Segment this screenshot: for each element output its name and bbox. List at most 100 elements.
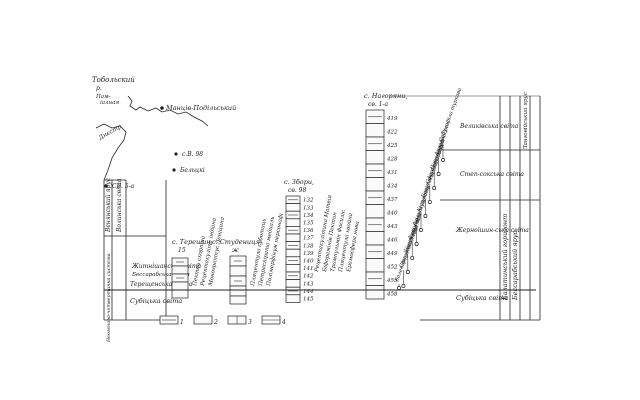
zbory-depth-label: 144 — [303, 289, 314, 295]
map-well-a-label: СВ. 5-а — [112, 183, 135, 190]
map-town-marker — [160, 106, 164, 110]
species-occurrence-marker — [427, 200, 432, 204]
location-map: Тобольский р. Пам- іалная Манців-Подільс… — [92, 76, 236, 190]
legend-label-4: 4 — [281, 319, 286, 326]
zbory-bed — [285, 294, 301, 303]
right-unit-base: Субіцька світа — [456, 294, 508, 302]
nagoriany-bed — [365, 285, 385, 300]
zbory-depth-label: 135 — [303, 221, 314, 227]
species-list-zbory: Рецептакулітина Матвія Біфорамінів Пекти… — [314, 194, 361, 273]
species-occurrence-marker — [436, 172, 441, 176]
left-header-sub: Волинська світа — [116, 178, 123, 233]
map-town2-label: Бельцкі — [179, 167, 205, 174]
species-list-studenytsia: Пляцентула суботиць Петраспірата медиаль… — [249, 212, 285, 287]
zbory-depth-label: 143 — [303, 281, 314, 287]
nagoriany-depth-label: 425 — [386, 143, 398, 149]
nagoriany-depth-label: 431 — [386, 170, 398, 176]
map-sublabel: Пам- — [95, 94, 111, 100]
map-city2-label: Манців-Подільський — [165, 104, 236, 112]
column-studenytsia — [229, 255, 247, 305]
nagoriany-bed — [365, 204, 385, 219]
map-town2-marker — [172, 168, 176, 172]
right-unit-lower: Жерноїшин-ська світа — [455, 227, 529, 234]
zbory-depth-label: 145 — [303, 297, 314, 303]
left-unit-base: Субіцька світа — [130, 297, 182, 305]
map-well-b-label: с.В. 98 — [182, 151, 203, 158]
zbory-depth-label: 138 — [303, 243, 314, 249]
river-line-north — [127, 95, 209, 127]
species-nagoriany-11: Сабулофіла туркова — [437, 87, 463, 143]
nagoriany-depth-label: 419 — [386, 116, 398, 122]
zbory-depth-label: 140 — [303, 259, 314, 265]
species-occurrence-marker — [423, 214, 428, 218]
nagoriany-depth-label: 443 — [386, 224, 398, 230]
zbory-depth-label: 137 — [303, 236, 314, 242]
nagoriany-bed — [365, 258, 385, 273]
left-header-top: Вєнянський ярус — [105, 177, 112, 233]
section-nagoriany-subtitle: св. 1-а — [368, 101, 389, 108]
left-unit-upper-alt: Бессарабська світа — [131, 271, 190, 278]
nagoriany-depth-label: 422 — [386, 130, 398, 136]
map-well-b-marker — [174, 152, 178, 156]
nagoriany-depth-label: 458 — [386, 292, 398, 298]
section-studenytsia-title: с. Студениця, — [212, 238, 262, 246]
species-occurrence-marker — [441, 158, 445, 162]
section-zbory-title: с. Збори, — [284, 178, 314, 186]
column-zbory — [285, 195, 301, 303]
zbory-depth-label: 141 — [303, 266, 314, 272]
legend-item-4: 4 — [261, 315, 286, 326]
zbory-bed — [285, 264, 301, 273]
species-list-tereshchyn: Пектен скорпіна Рецептакуліта індіана Мо… — [192, 217, 226, 288]
legend-item-3: 3 — [227, 315, 252, 326]
zbory-bed — [285, 218, 301, 227]
section-tereshchyn: с. Терешин, 15 Пектен скорпіна Рецептаку… — [171, 217, 226, 299]
section-zbory: с. Збори, св. 98 13213313413513613713813… — [284, 178, 361, 303]
map-river-label: р. — [96, 85, 102, 92]
zbory-depth-label: 136 — [303, 228, 314, 234]
column-tereshchyn — [171, 257, 189, 299]
species-occurrence-marker — [419, 228, 423, 232]
legend: 1 2 3 4 — [159, 315, 286, 326]
species-occurrence-marker — [397, 286, 401, 290]
legend-label-1: 1 — [180, 319, 184, 326]
zbory-bed — [285, 233, 301, 242]
section-studenytsia-subtitle: ж — [232, 247, 239, 254]
legend-label-2: 2 — [213, 319, 218, 326]
species-occurrence-marker — [401, 284, 406, 288]
left-unit-upper: Житнішанська світа — [131, 263, 202, 270]
left-base-label: Неогеново-четвертинна система — [106, 253, 112, 343]
nagoriany-depth-label: 437 — [386, 197, 398, 203]
zbory-depth-label: 134 — [303, 213, 314, 219]
depth-labels-nagoriany: 4194224254284314344374404434464494524554… — [386, 116, 398, 298]
species-occurrence-marker — [405, 270, 410, 274]
nagoriany-depth-label: 452 — [386, 265, 398, 271]
zbory-depth-label: 133 — [303, 205, 314, 211]
right-unit-mid: Степ-сокська світа — [460, 171, 524, 178]
section-nagoriany: с. Нагоряни, св. 1-а 4194224254284314344… — [364, 87, 463, 300]
nagoriany-depth-label: 440 — [386, 211, 398, 217]
map-sublabel-2: іалная — [100, 100, 119, 106]
column-nagoriany — [365, 109, 385, 300]
zbory-depth-label: 132 — [303, 198, 314, 204]
river-line-south — [95, 123, 127, 181]
zbory-depth-label: 139 — [303, 251, 314, 257]
right-stage: Бессарабський ярус — [511, 230, 519, 301]
nagoriany-bed — [365, 123, 385, 138]
species-occurrence-marker — [432, 186, 437, 190]
species-occurrence-marker — [410, 256, 415, 260]
right-stage2: Ланговійський ярус — [523, 92, 529, 151]
map-well-a-marker — [104, 184, 108, 188]
right-horizon: Балатинський горизонт — [501, 214, 509, 301]
nagoriany-depth-label: 446 — [386, 238, 398, 244]
nagoriany-depth-label: 428 — [386, 157, 398, 163]
section-nagoriany-title: с. Нагоряни, — [364, 92, 408, 100]
nagoriany-bed — [365, 177, 385, 192]
depth-labels-zbory: 1321331341351361371381391401411421431441… — [303, 198, 314, 303]
legend-item-2: 2 — [193, 315, 218, 326]
left-unit-lower: Терещенська світа — [130, 281, 193, 288]
legend-label-3: 3 — [248, 319, 252, 326]
section-tereshchyn-title: с. Терешин, — [172, 238, 213, 246]
legend-item-1: 1 — [159, 315, 184, 326]
right-unit-top: Великівська світа — [459, 123, 519, 130]
